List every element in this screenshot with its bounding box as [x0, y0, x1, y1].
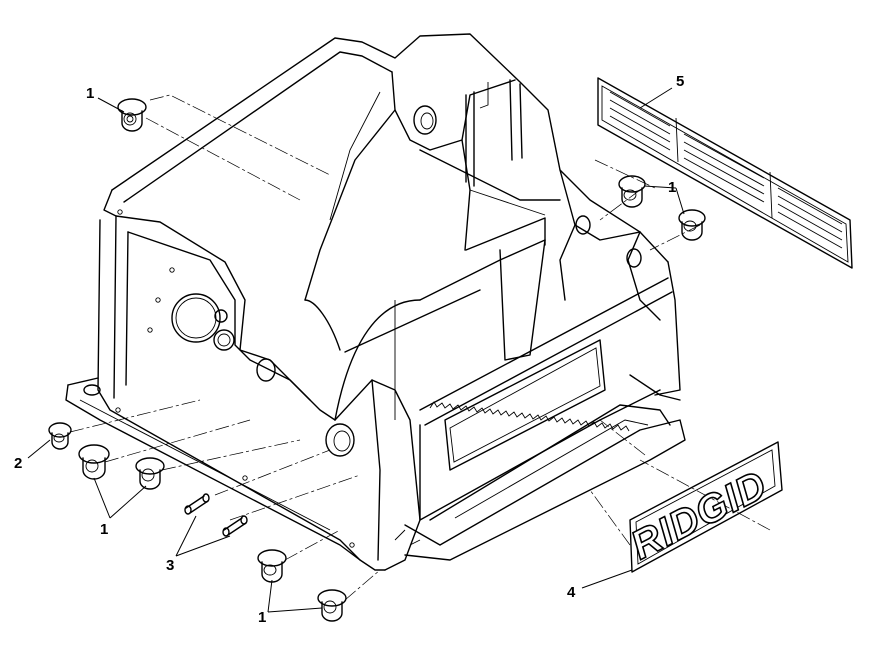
callout-1-bottom: 1 — [258, 609, 266, 626]
dowel-pin-icon — [222, 515, 248, 537]
bushing-icon — [135, 457, 165, 490]
bushing-icon — [257, 549, 287, 583]
machine-frame — [65, 33, 686, 571]
dowel-pin-icon — [184, 493, 210, 515]
bushing-icon — [618, 175, 646, 208]
nameplate-logo-text: RIDGID — [624, 463, 774, 568]
callout-5: 5 — [676, 73, 684, 90]
callout-3: 3 — [166, 557, 174, 574]
warning-label-icon — [597, 77, 853, 269]
callout-1-top-left: 1 — [86, 85, 94, 102]
callout-2: 2 — [14, 455, 22, 472]
bushing-icon — [48, 422, 72, 450]
bushing-icon — [117, 98, 147, 132]
callout-4: 4 — [567, 584, 576, 601]
bushing-icon — [678, 209, 706, 241]
bushing-icon — [317, 589, 347, 622]
callout-leaders — [27, 87, 685, 613]
callout-1-bottom-left: 1 — [100, 521, 108, 538]
assembly-lines — [69, 94, 771, 601]
bushing-icon — [78, 444, 110, 480]
callout-1-right: 1 — [668, 179, 676, 196]
